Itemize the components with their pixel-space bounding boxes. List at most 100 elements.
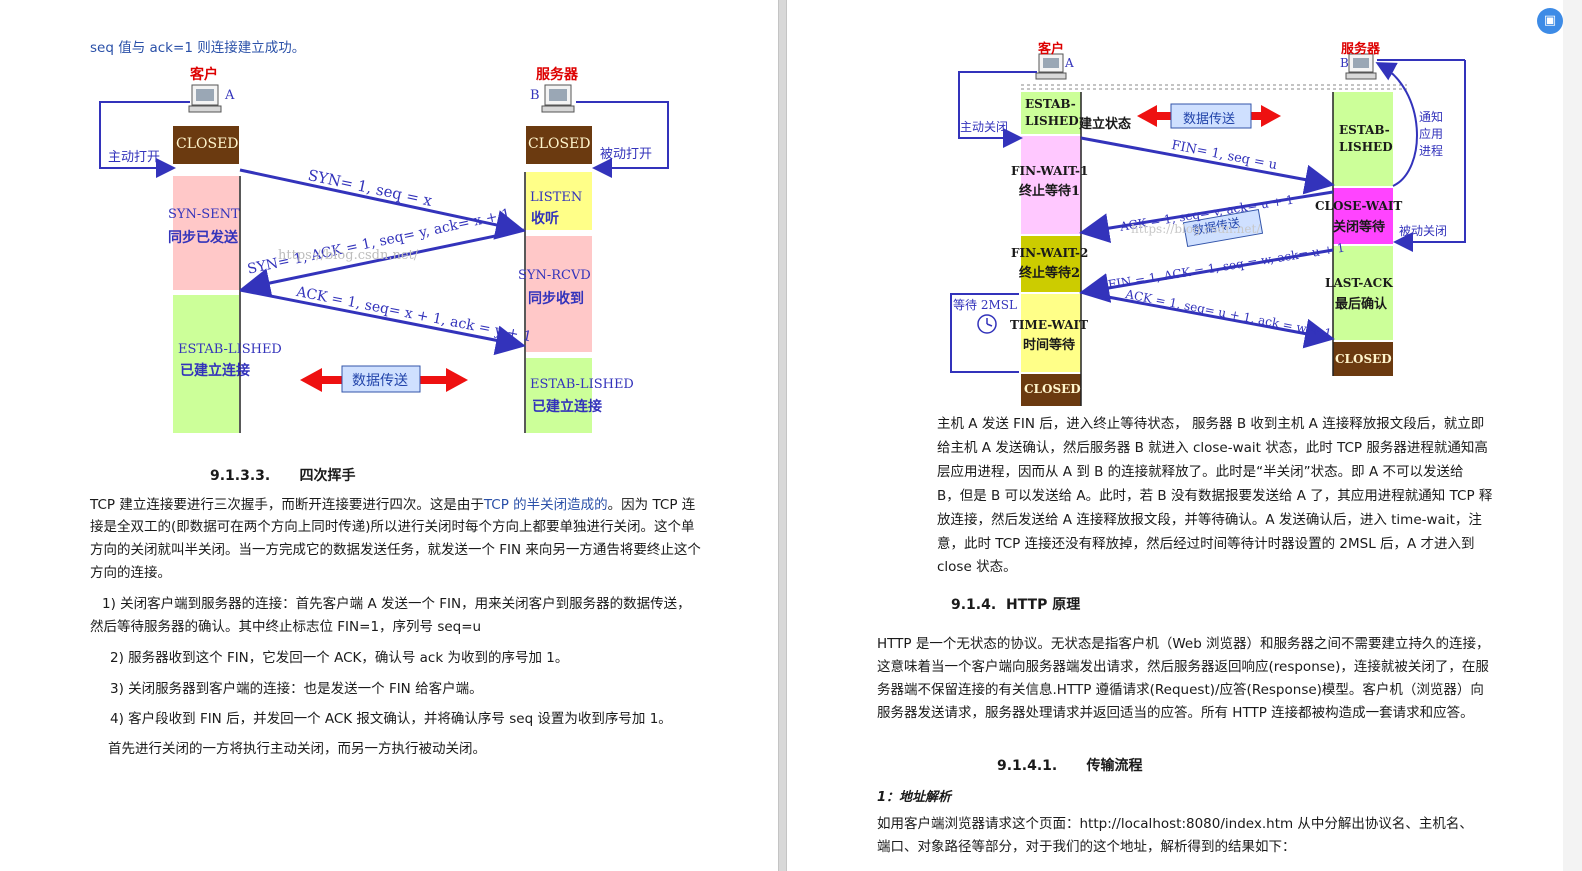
client-established-text: ESTAB-LISHED	[178, 342, 282, 357]
host-b-label: B	[1340, 56, 1349, 70]
active-close-loop	[958, 71, 1037, 148]
step-1-line-2: 然后等待服务器的确认。其中终止标志位 FIN=1，序列号 seq=u	[90, 619, 482, 635]
http-para-line-4: 服务器发送请求，服务器处理请求并返回适当的应答。所有 HTTP 连接都被构造成一…	[877, 705, 1474, 721]
passive-close-loop	[1393, 60, 1466, 252]
section-flow-title: 传输流程	[1086, 758, 1143, 774]
server-estab-line-2: LISHED	[1339, 140, 1393, 154]
server-established-cn-text: 已建立连接	[532, 399, 602, 415]
passive-open-loop	[576, 101, 669, 178]
floating-action-button[interactable]: ▣	[1537, 8, 1563, 34]
syn-sent-cn-text: 同步已发送	[168, 230, 238, 246]
close-wait-text: CLOSE-WAIT	[1315, 199, 1403, 213]
last-ack-cn: 最后确认	[1335, 297, 1388, 312]
server-established-box	[1333, 92, 1393, 186]
step-1-line-1: 1) 关闭客户端到服务器的连接：首先客户端 A 发送一个 FIN，用来关闭客户到…	[102, 596, 691, 612]
client-syn-sent-box	[173, 176, 239, 290]
syn-ack-arrow	[240, 228, 525, 298]
three-way-handshake-diagram	[99, 84, 669, 433]
intro-text-b: 。因为 TCP 连	[607, 497, 696, 513]
intro-line-4: 方向的连接。	[90, 565, 171, 581]
section-http-heading: 9.1.4. HTTP 原理	[951, 594, 1080, 614]
last-ack-text: LAST-ACK	[1325, 276, 1393, 290]
section-flow-number: 9.1.4.1.	[997, 758, 1058, 774]
server-estab-line-1: ESTAB-	[1339, 123, 1390, 137]
server-computer-icon	[541, 84, 575, 113]
address-heading: 1：地址解析	[877, 790, 952, 805]
wait-2msl-loop	[950, 293, 1019, 373]
address-para-line-2: 端口、对象路径等部分，对于我们的这个地址，解析得到的结果如下：	[877, 839, 1296, 855]
syn-sent-text: SYN-SENT	[168, 207, 240, 222]
intro-line-2: 接是全双工的(即数据可在两个方向上同时传递)所以进行关闭时每个方向上都要单独进行…	[90, 519, 695, 535]
server-syn-rcvd-box	[526, 236, 592, 352]
last-ack-box	[1333, 246, 1393, 340]
address-para-line-1: 如用客户端浏览器请求这个页面：http://localhost:8080/ind…	[877, 816, 1473, 832]
active-open-label: 主动打开	[108, 150, 161, 165]
client-label: 客户	[1038, 42, 1065, 57]
fin-wait-1-cn: 终止等待1	[1019, 184, 1081, 199]
intro-line-3: 方向的关闭就叫半关闭。当一方完成它的数据发送任务，就发送一个 FIN 来向另一方…	[90, 542, 701, 558]
client-established-box	[1021, 92, 1081, 134]
step-2: 2) 服务器收到这个 FIN，它发回一个 ACK，确认号 ack 为收到的序号加…	[110, 650, 569, 666]
scrollbar-track[interactable]	[1563, 0, 1582, 871]
right-page: 客户 服务器 A B ESTAB- LISHED 建立状态 ESTAB- LIS…	[787, 0, 1563, 871]
client-established-cn-text: 已建立连接	[180, 363, 250, 379]
right-para-line-6: 意，此时 TCP 连接还没有释放掉，然后经过时间等待计时器设置的 2MSL 后，…	[937, 536, 1475, 552]
wait-2msl-label: 等待 2MSL	[953, 298, 1017, 312]
passive-open-label: 被动打开	[600, 147, 653, 162]
right-para-line-4: B，但是 B 可以发送给 A。此时，若 B 没有数据报要发送给 A 了，其应用进…	[937, 488, 1493, 504]
right-para-line-7: close 状态。	[937, 559, 1017, 575]
listen-text: LISTEN	[530, 190, 583, 205]
app-icon: ▣	[1543, 13, 1557, 28]
server-label: 服务器	[536, 67, 578, 83]
server-closed-box	[1333, 342, 1393, 376]
right-para-line-1: 主机 A 发送 FIN 后，进入终止等待状态， 服务器 B 收到主机 A 连接释…	[937, 416, 1485, 432]
client-closed-box	[1021, 374, 1081, 406]
data-transfer-text: 数据传送	[1183, 112, 1236, 127]
server-listen-box	[526, 172, 592, 230]
syn-rcvd-text: SYN-RCVD	[518, 268, 591, 283]
server-label: 服务器	[1341, 42, 1381, 57]
right-para-line-2: 给主机 A 发送确认，然后服务器 B 就进入 close-wait 状态，此时 …	[937, 440, 1488, 456]
client-closed-text: CLOSED	[1024, 382, 1081, 396]
section-flow-heading: 9.1.4.1. 传输流程	[997, 755, 1143, 775]
estab-cn: 建立状态	[1079, 117, 1132, 132]
fin-arrow	[1080, 136, 1335, 195]
active-open-loop	[99, 101, 190, 178]
client-closed-box	[173, 126, 239, 164]
watermark-left: https://blog.csdn.net/	[278, 248, 419, 263]
client-closed-text: CLOSED	[176, 136, 239, 152]
client-computer-icon	[1035, 53, 1067, 80]
top-note: seq 值与 ack=1 则连接建立成功。	[90, 40, 306, 56]
fin-ack-arrow	[1079, 248, 1334, 303]
server-established-box	[526, 358, 592, 433]
notify-app-curve	[1375, 62, 1418, 187]
four-way-handshake-diagram	[950, 53, 1466, 406]
host-b-label: B	[530, 88, 540, 103]
half-close-link[interactable]: TCP 的半关闭造成的	[483, 497, 608, 513]
step-4: 4) 客户段收到 FIN 后，并发回一个 ACK 报文确认，并将确认序号 seq…	[110, 711, 672, 727]
section-number: 9.1.3.3.	[210, 468, 271, 484]
step-3: 3) 关闭服务器到客户端的连接：也是发送一个 FIN 给客户端。	[110, 681, 483, 697]
server-closed-text: CLOSED	[528, 136, 591, 152]
fin-wait-2-cn: 终止等待2	[1019, 266, 1081, 281]
server-closed-text: CLOSED	[1335, 352, 1392, 366]
host-a-label: A	[225, 88, 235, 103]
right-para-line-3: 层应用进程，因而从 A 到 B 的连接就释放了。此时是“半关闭”状态。即 A 不…	[937, 464, 1464, 480]
section-http-number: 9.1.4.	[951, 597, 997, 613]
section-four-way-heading: 9.1.3.3. 四次挥手	[210, 465, 356, 485]
closing-note: 首先进行关闭的一方将执行主动关闭，而另一方执行被动关闭。	[108, 741, 486, 757]
notify-line-3: 进程	[1419, 144, 1444, 158]
syn-arrow	[239, 168, 526, 240]
time-wait-text: TIME-WAIT	[1010, 318, 1089, 332]
left-page: seq 值与 ack=1 则连接建立成功。	[0, 0, 778, 871]
fin-wait-1-text: FIN-WAIT-1	[1011, 164, 1089, 178]
fin-wait-1-box	[1021, 136, 1081, 234]
ack-arrow	[1079, 190, 1334, 243]
client-established-box	[173, 295, 239, 433]
http-para-line-2: 这意味着当一个客户端向服务器端发出请求，然后服务器返回响应(response)，…	[877, 659, 1489, 675]
ack-arrow	[239, 288, 526, 356]
server-established-text: ESTAB-LISHED	[530, 377, 634, 392]
close-wait-cn: 关闭等待	[1333, 220, 1386, 235]
estab-line-1: ESTAB-	[1025, 97, 1076, 111]
right-para-line-5: 放连接，然后发送给 A 连接释放报文段，并等待确认。A 发送确认后，进入 tim…	[937, 512, 1482, 528]
